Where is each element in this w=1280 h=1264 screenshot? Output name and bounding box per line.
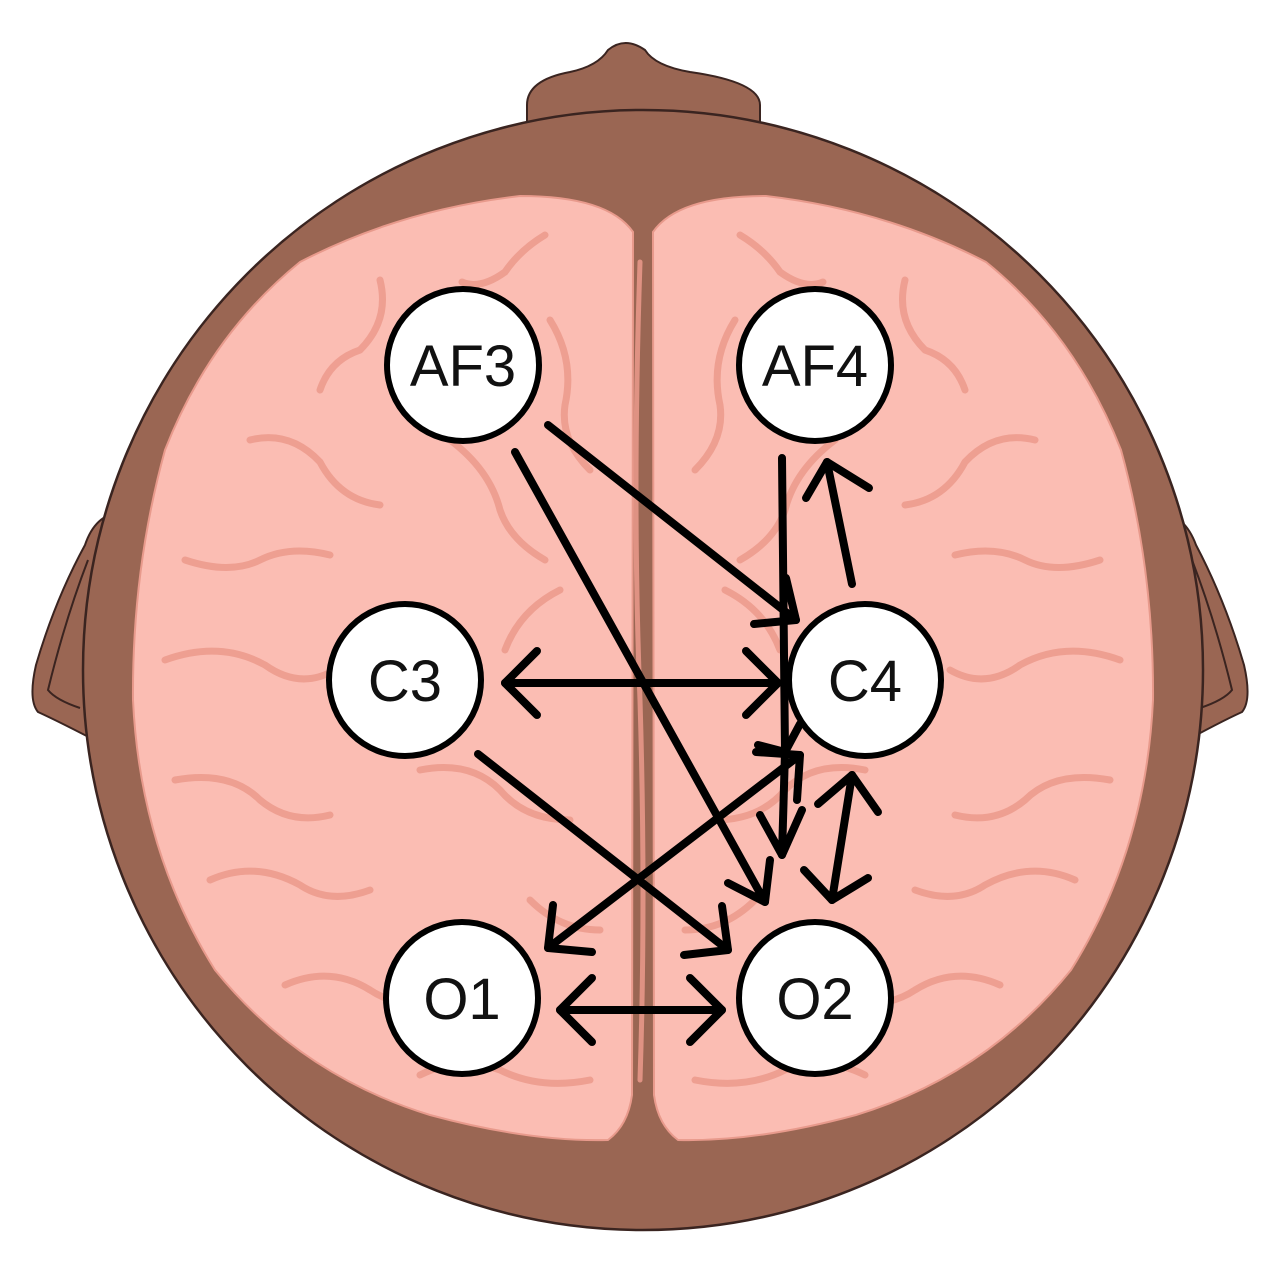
left-ear-inner: [46, 559, 89, 709]
arrow-o1-o2-bidirectional: [556, 974, 726, 1046]
connections: [474, 421, 882, 1046]
electrode-c4-label: C4: [828, 649, 902, 714]
arrow-af3-to-o2: [511, 448, 774, 906]
right-ear-inner: [1191, 559, 1234, 709]
arrow-c4-o2-bidirectional: [800, 771, 882, 904]
electrode-o1: O1: [383, 919, 541, 1077]
electrodes: AF3 AF4 C3 C4 O1 O2: [326, 286, 944, 1077]
electrode-o1-label: O1: [423, 967, 500, 1032]
arrow-c3-to-o2: [474, 750, 732, 959]
electrode-af3-label: AF3: [410, 334, 516, 399]
electrode-af4: AF4: [736, 286, 894, 444]
arrow-c3-c4-bidirectional: [501, 647, 782, 719]
arrow-c4-o1-bidirectional: [544, 748, 804, 956]
electrode-o2-label: O2: [776, 967, 853, 1032]
electrode-c3: C3: [326, 601, 484, 759]
arrow-c4-to-af4: [802, 458, 873, 588]
electrode-o2: O2: [736, 919, 894, 1077]
electrode-af4-label: AF4: [762, 334, 868, 399]
arrow-af3-to-c4: [544, 421, 800, 628]
electrode-c4: C4: [786, 601, 944, 759]
electrode-af3: AF3: [384, 286, 542, 444]
electrode-c3-label: C3: [368, 649, 442, 714]
